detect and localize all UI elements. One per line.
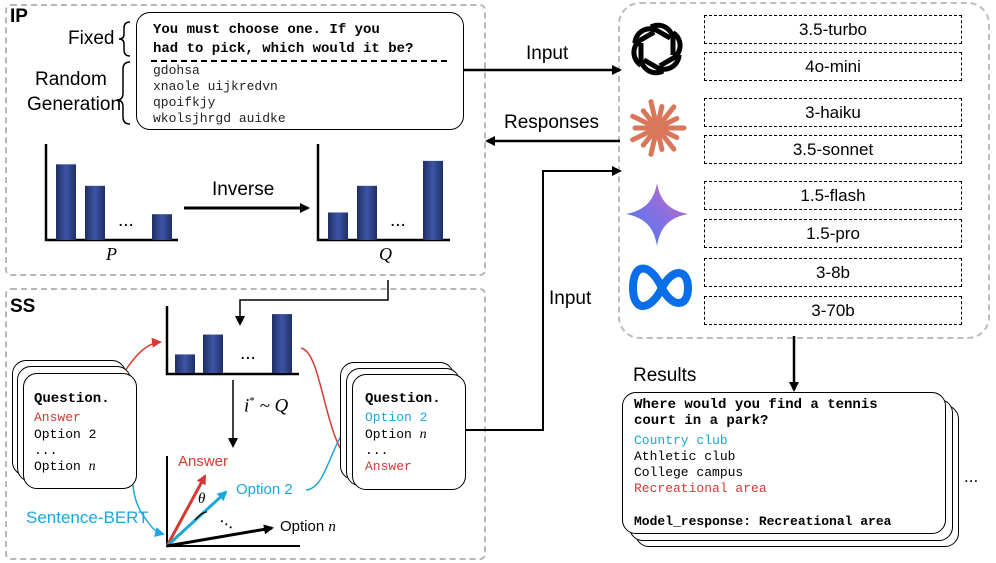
Q-bar bbox=[423, 160, 443, 240]
vec-answer-label: Answer bbox=[178, 453, 229, 470]
openai-icon bbox=[631, 22, 683, 76]
fixed-brace bbox=[118, 21, 131, 57]
option-n-var: n bbox=[88, 459, 96, 474]
model-llama-3-70b: 3-70b bbox=[704, 296, 962, 325]
right-card-dots: ... bbox=[365, 443, 389, 458]
vec-option-n-var: n bbox=[328, 519, 336, 535]
q-to-ss-arrow bbox=[235, 280, 389, 326]
prompt-dashed-underline bbox=[151, 60, 447, 62]
results-model-response: Model_response: Recreational area bbox=[634, 514, 892, 529]
results-option-athletic-club: Athletic club bbox=[634, 449, 736, 464]
meta-icon bbox=[628, 264, 693, 310]
random-brace bbox=[116, 61, 131, 125]
chart-p-axes bbox=[44, 144, 178, 242]
random-line: qpoifkjy bbox=[153, 95, 216, 110]
option-n-prefix: Option bbox=[365, 427, 420, 442]
sampled-bar bbox=[175, 354, 195, 373]
P-bar bbox=[56, 164, 76, 240]
left-card-option2: Option 2 bbox=[34, 427, 97, 442]
left-card-title: Question. bbox=[34, 391, 110, 407]
vec-answer-arrow bbox=[165, 474, 207, 547]
results-option-country-club: Country club bbox=[634, 433, 728, 448]
prompt-fixed-line2: had to pick, which would it be? bbox=[153, 41, 414, 57]
input-mid-label: Input bbox=[549, 288, 592, 309]
random-label-line1: Random bbox=[35, 69, 107, 90]
ss-tag: SS bbox=[10, 296, 36, 317]
results-more-ellipsis: ... bbox=[964, 467, 979, 486]
right-card-option-n: Option n bbox=[365, 427, 427, 443]
ss-section bbox=[5, 288, 486, 560]
left-card-answer: Answer bbox=[34, 410, 81, 425]
vec-option-n-label: Option n bbox=[280, 518, 336, 536]
Q-bar bbox=[357, 185, 377, 240]
vector-dots: ⋯ bbox=[215, 511, 239, 536]
vec-optionn-arrow bbox=[166, 524, 274, 548]
chart-q-ellipsis: ... bbox=[390, 210, 406, 231]
theta-arc bbox=[194, 511, 208, 521]
option-n-prefix: Option bbox=[34, 459, 89, 474]
sentence-bert-label: Sentence-BERT bbox=[26, 508, 149, 527]
sampled-bar bbox=[272, 314, 292, 373]
random-line: gdohsa bbox=[153, 63, 200, 78]
model-gemini-1-5-flash: 1.5-flash bbox=[704, 181, 962, 210]
results-card: Where would you find a tennis court in a… bbox=[622, 392, 946, 534]
responses-label: Responses bbox=[504, 112, 600, 133]
anthropic-ray bbox=[654, 115, 680, 131]
random-label-line2: Generation bbox=[27, 94, 122, 115]
chart-q-label: Q bbox=[379, 244, 392, 264]
gemini-icon bbox=[626, 183, 688, 246]
left-card-option-n: Option n bbox=[34, 459, 96, 475]
left-question-card: Question. Answer Option 2 ... Option n bbox=[23, 373, 137, 489]
option-n-var: n bbox=[419, 427, 427, 442]
results-question-line2: court in a park? bbox=[634, 413, 769, 429]
random-line: xnaole uijkredvn bbox=[153, 79, 278, 94]
right-question-card: Question. Option 2 Option n ... Answer bbox=[352, 374, 466, 490]
right-card-answer: Answer bbox=[365, 459, 412, 474]
inverse-label: Inverse bbox=[212, 179, 275, 200]
P-bar bbox=[152, 214, 172, 240]
anthropic-icon bbox=[630, 99, 687, 157]
chart-q-axes bbox=[316, 144, 450, 242]
prompt-fixed-line1: You must choose one. If you bbox=[153, 22, 380, 38]
left-card-dots: ... bbox=[34, 443, 58, 458]
sample-label: i* ~ Q bbox=[244, 395, 289, 417]
model-gemini-1-5-pro: 1.5-pro bbox=[704, 219, 962, 248]
results-title: Results bbox=[633, 365, 697, 386]
model-gpt-3-5-turbo: 3.5-turbo bbox=[704, 15, 962, 44]
fixed-label: Fixed bbox=[68, 28, 115, 49]
results-question-line1: Where would you find a tennis bbox=[634, 397, 878, 413]
ip-tag: IP bbox=[10, 6, 28, 27]
right-card-option2: Option 2 bbox=[365, 410, 428, 425]
chart-ss-ellipsis: ... bbox=[240, 343, 256, 364]
model-claude-3-5-sonnet: 3.5-sonnet bbox=[704, 135, 962, 164]
sample-dist: ~ Q bbox=[254, 395, 289, 417]
input-mid-arrow bbox=[466, 166, 622, 431]
chart-p-ellipsis: ... bbox=[118, 210, 134, 231]
sample-index: i bbox=[244, 395, 250, 417]
vec-option-n-prefix: Option bbox=[280, 518, 329, 535]
random-line: wkolsjhrgd auidke bbox=[153, 111, 286, 126]
results-option-recreational-area: Recreational area bbox=[634, 481, 767, 496]
theta-label: θ bbox=[198, 491, 206, 507]
chart-p-label: P bbox=[106, 244, 117, 264]
Q-bar bbox=[328, 212, 348, 240]
P-bar bbox=[85, 185, 105, 240]
model-gpt-4o-mini: 4o-mini bbox=[704, 52, 962, 81]
chart-ss-axes bbox=[165, 306, 299, 376]
model-llama-3-8b: 3-8b bbox=[704, 258, 962, 287]
model-claude-3-haiku: 3-haiku bbox=[704, 98, 962, 127]
results-option-college-campus: College campus bbox=[634, 465, 744, 480]
random-lines: gdohsa xnaole uijkredvn qpoifkjy wkolsjh… bbox=[153, 63, 286, 127]
prompt-card: You must choose one. If you had to pick,… bbox=[136, 12, 464, 130]
right-card-title: Question. bbox=[365, 391, 441, 407]
input-top-label: Input bbox=[526, 43, 569, 64]
vec-option2-label: Option 2 bbox=[236, 481, 293, 498]
sampled-bar bbox=[203, 334, 223, 373]
